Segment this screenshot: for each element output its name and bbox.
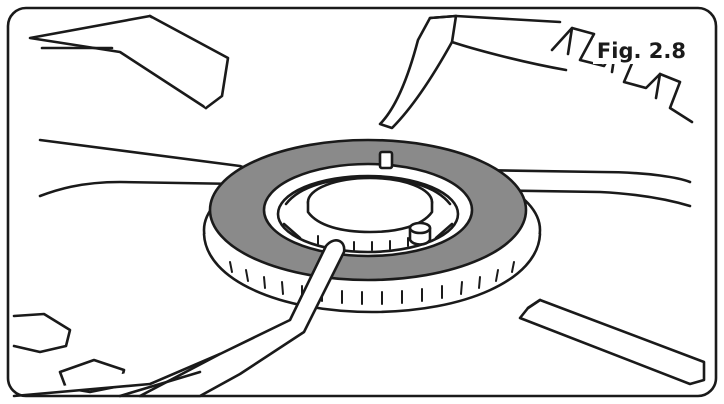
pan-support-bottom-arm — [118, 370, 202, 398]
pan-support-top-left — [28, 14, 230, 110]
pan-support-bottom-left — [12, 312, 222, 398]
pan-support-top — [378, 14, 568, 130]
burner-cap — [306, 176, 434, 234]
pan-support-bottom-right — [518, 298, 706, 386]
figure-label: Fig. 2.8 — [592, 38, 690, 64]
pan-support-front — [138, 239, 346, 398]
ignition-electrode — [378, 150, 432, 246]
